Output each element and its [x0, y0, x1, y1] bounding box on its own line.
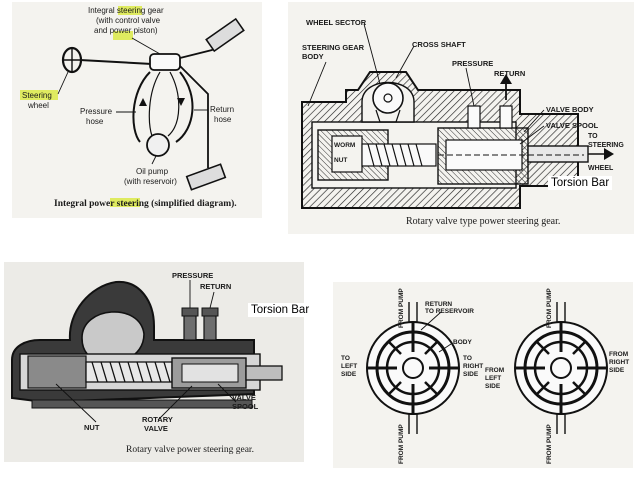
valve-left-position [366, 302, 460, 434]
steering-wheel-label-2: wheel [27, 101, 49, 110]
oil-pump-icon [146, 133, 170, 157]
to-wheel-label-3: WHEEL [588, 165, 614, 172]
rotary-valve-gear-photo: PRESSURE RETURN NUT ROTARY VALVE VALVE S… [4, 262, 304, 462]
valve-body-label: VALVE BODY [546, 105, 594, 114]
from-right-side-label-2: RIGHT [609, 359, 629, 366]
from-right-side-label: FROM [609, 351, 628, 358]
integral-power-steering-diagram: Integral steering gear (with control val… [12, 2, 262, 218]
panel3-caption: Rotary valve power steering gear. [126, 445, 254, 455]
return-hose-label-2: hose [214, 115, 232, 124]
valve-right-position [514, 302, 608, 434]
valve-spool [181, 363, 239, 383]
steering-wheel-highlight [20, 90, 58, 100]
to-left-side-label: TO [341, 355, 350, 362]
ball-nut [27, 355, 87, 389]
pressure-hose-label-2: hose [86, 117, 104, 126]
to-wheel-label: TO [588, 133, 598, 140]
input-shaft [245, 365, 283, 381]
from-left-side-label-2: LEFT [485, 375, 501, 382]
from-pump-label-1: FROM PUMP [398, 288, 405, 328]
from-left-side-label-3: SIDE [485, 383, 501, 390]
to-right-side-label-2: RIGHT [463, 363, 483, 370]
return-label: RETURN [494, 69, 525, 78]
from-pump-label-2: FROM PUMP [398, 424, 405, 464]
return-label: RETURN [200, 282, 231, 291]
rotary-valve-label-2: VALVE [144, 424, 168, 433]
torsion-bar-label-1: Torsion Bar [548, 176, 613, 190]
wheel-sector-label: WHEEL SECTOR [306, 18, 367, 27]
nut-label: NUT [334, 157, 347, 164]
power-highlight [113, 31, 133, 40]
body-label: BODY [453, 339, 472, 346]
worm-label: WORM [334, 142, 355, 149]
cross-shaft-label: CROSS SHAFT [412, 40, 466, 49]
torsion-bar-label-2: Torsion Bar [248, 303, 313, 317]
wheel-sector-icon [372, 82, 404, 114]
from-pump-label-4: FROM PUMP [546, 424, 553, 464]
gear-body-label-2: BODY [302, 52, 324, 61]
from-right-side-label-3: SIDE [609, 367, 625, 374]
steering-highlight [118, 6, 142, 15]
valve-flow-diagram: FROM PUMP FROM PUMP FROM PUMP FROM PUMP … [333, 282, 633, 468]
steering-gear-body [149, 53, 181, 71]
rotary-valve-type-diagram: WHEEL SECTOR STEERING GEAR BODY CROSS SH… [288, 2, 634, 234]
front-wheel-upper [205, 17, 245, 53]
front-wheel-lower [185, 163, 227, 191]
to-right-side-label: TO [463, 355, 472, 362]
pressure-label: PRESSURE [172, 271, 213, 280]
return-reservoir-label: RETURN [425, 301, 452, 308]
gear-label-line1: Integral steering gear [88, 6, 164, 15]
input-shaft [527, 145, 589, 163]
caption-power-highlight [110, 198, 140, 207]
worm-gear [361, 143, 437, 167]
oil-pump-label-2: (with reservoir) [124, 177, 177, 186]
to-left-side-label-3: SIDE [341, 371, 357, 378]
return-hose-label: Return [210, 105, 234, 114]
worm-shaft [85, 361, 173, 383]
to-left-side-label-2: LEFT [341, 363, 357, 370]
from-left-side-label: FROM [485, 367, 504, 374]
steering-wheel-icon [61, 46, 83, 74]
panel2-caption: Rotary valve type power steering gear. [406, 216, 560, 227]
panel1-caption: Integral power steering (simplified diag… [54, 198, 237, 209]
gear-label-line2: (with control valve [96, 16, 161, 25]
nut-label: NUT [84, 423, 100, 432]
pressure-hose-label: Pressure [80, 107, 113, 116]
to-wheel-label-2: STEERING [588, 142, 624, 149]
rotary-valve-label: ROTARY [142, 415, 173, 424]
from-pump-label-3: FROM PUMP [546, 288, 553, 328]
gear-label-line3: and power piston) [94, 26, 158, 35]
return-reservoir-label-2: TO RESERVOIR [425, 308, 474, 315]
steering-wheel-label: Steering [22, 91, 52, 100]
valve-spool-label: VALVE [232, 393, 256, 402]
valve-spool-label: VALVE SPOOL [546, 121, 599, 130]
gear-body-label: STEERING GEAR [302, 43, 365, 52]
to-right-side-label-3: SIDE [463, 371, 479, 378]
pressure-label: PRESSURE [452, 59, 493, 68]
valve-spool-label-2: SPOOL [232, 402, 259, 411]
oil-pump-label: Oil pump [136, 167, 169, 176]
